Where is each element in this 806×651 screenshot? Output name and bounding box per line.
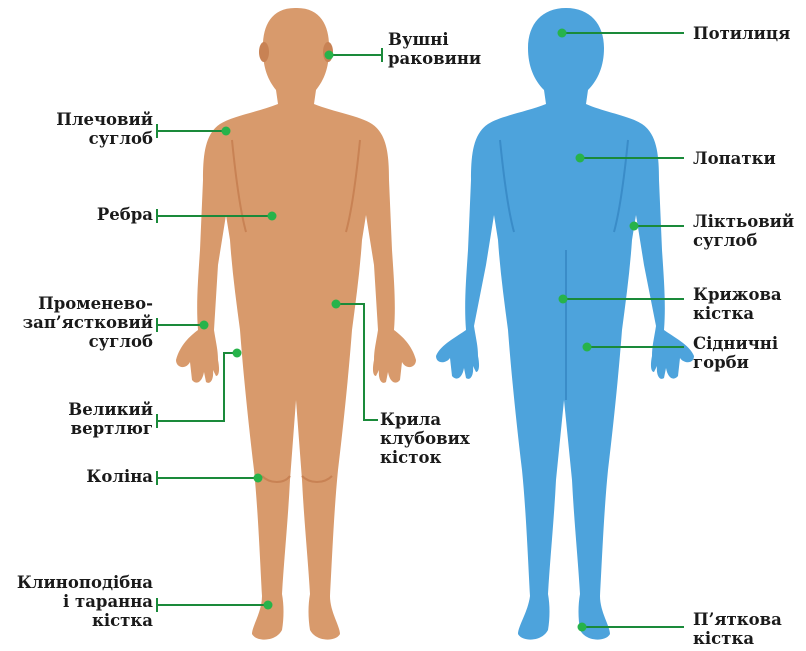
front-left-ear <box>259 42 269 62</box>
label-line: кісток <box>380 448 470 467</box>
label-line: зап’ястковий <box>23 313 153 332</box>
label-line: Крижова <box>693 285 782 304</box>
marker-klyno <box>264 601 273 610</box>
label-line: Клиноподібна <box>17 573 153 592</box>
marker-potylytsia <box>558 29 567 38</box>
label-line: раковини <box>388 49 481 68</box>
label-klynopodibna-tarانna: Клиноподібна і таранна кістка <box>17 573 153 630</box>
marker-lopatky <box>576 154 585 163</box>
label-line: Крила <box>380 410 470 429</box>
label-line: Коліна <box>86 467 153 486</box>
marker-velykyi <box>233 349 242 358</box>
label-vushni-rakovyny: Вушні раковини <box>388 30 481 68</box>
label-line: Ліктьовий <box>693 212 794 231</box>
label-line: суглоб <box>56 129 153 148</box>
label-line: Променево- <box>23 294 153 313</box>
marker-promenevo <box>200 321 209 330</box>
label-line: П’яткова <box>693 610 782 629</box>
label-promenevo-zapiastkovyi: Променево- зап’ястковий суглоб <box>23 294 153 351</box>
label-line: Вушні <box>388 30 481 49</box>
label-line: Великий <box>68 400 153 419</box>
label-velykyi-vertliuh: Великий вертлюг <box>68 400 153 438</box>
label-line: Лопатки <box>693 149 776 168</box>
label-line: і таранна <box>17 592 153 611</box>
marker-piatkova <box>578 623 587 632</box>
label-sidnychni-horby: Сідничні горби <box>693 334 778 372</box>
label-piatkova-kistka: П’яткова кістка <box>693 610 782 648</box>
label-line: клубових <box>380 429 470 448</box>
label-line: Сідничні <box>693 334 778 353</box>
label-line: кістка <box>693 304 782 323</box>
label-line: Потилиця <box>693 24 790 43</box>
label-kryzhova-kistka: Крижова кістка <box>693 285 782 323</box>
front-body-silhouette <box>176 8 416 640</box>
front-body-figure <box>176 8 416 640</box>
label-line: горби <box>693 353 778 372</box>
label-rebra: Ребра <box>97 205 153 224</box>
back-body-figure <box>436 8 694 640</box>
label-plechovyi-suglob: Плечовий суглоб <box>56 110 153 148</box>
label-kolina: Коліна <box>86 467 153 486</box>
marker-rebra <box>268 212 277 221</box>
label-line: кістка <box>693 629 782 648</box>
marker-kryzhova <box>559 295 568 304</box>
label-line: кістка <box>17 611 153 630</box>
label-line: суглоб <box>23 332 153 351</box>
marker-liktovyi <box>630 222 639 231</box>
marker-plechovyi <box>222 127 231 136</box>
marker-sidnychni <box>583 343 592 352</box>
marker-vushni <box>325 51 334 60</box>
label-potylytsia: Потилиця <box>693 24 790 43</box>
marker-kolina <box>254 474 263 483</box>
label-lopatky: Лопатки <box>693 149 776 168</box>
label-kryla-klubovykh-kistok: Крила клубових кісток <box>380 410 470 467</box>
label-line: Плечовий <box>56 110 153 129</box>
label-line: вертлюг <box>68 419 153 438</box>
label-line: Ребра <box>97 205 153 224</box>
label-liktovyi-suglob: Ліктьовий суглоб <box>693 212 794 250</box>
marker-kryla <box>332 300 341 309</box>
label-line: суглоб <box>693 231 794 250</box>
